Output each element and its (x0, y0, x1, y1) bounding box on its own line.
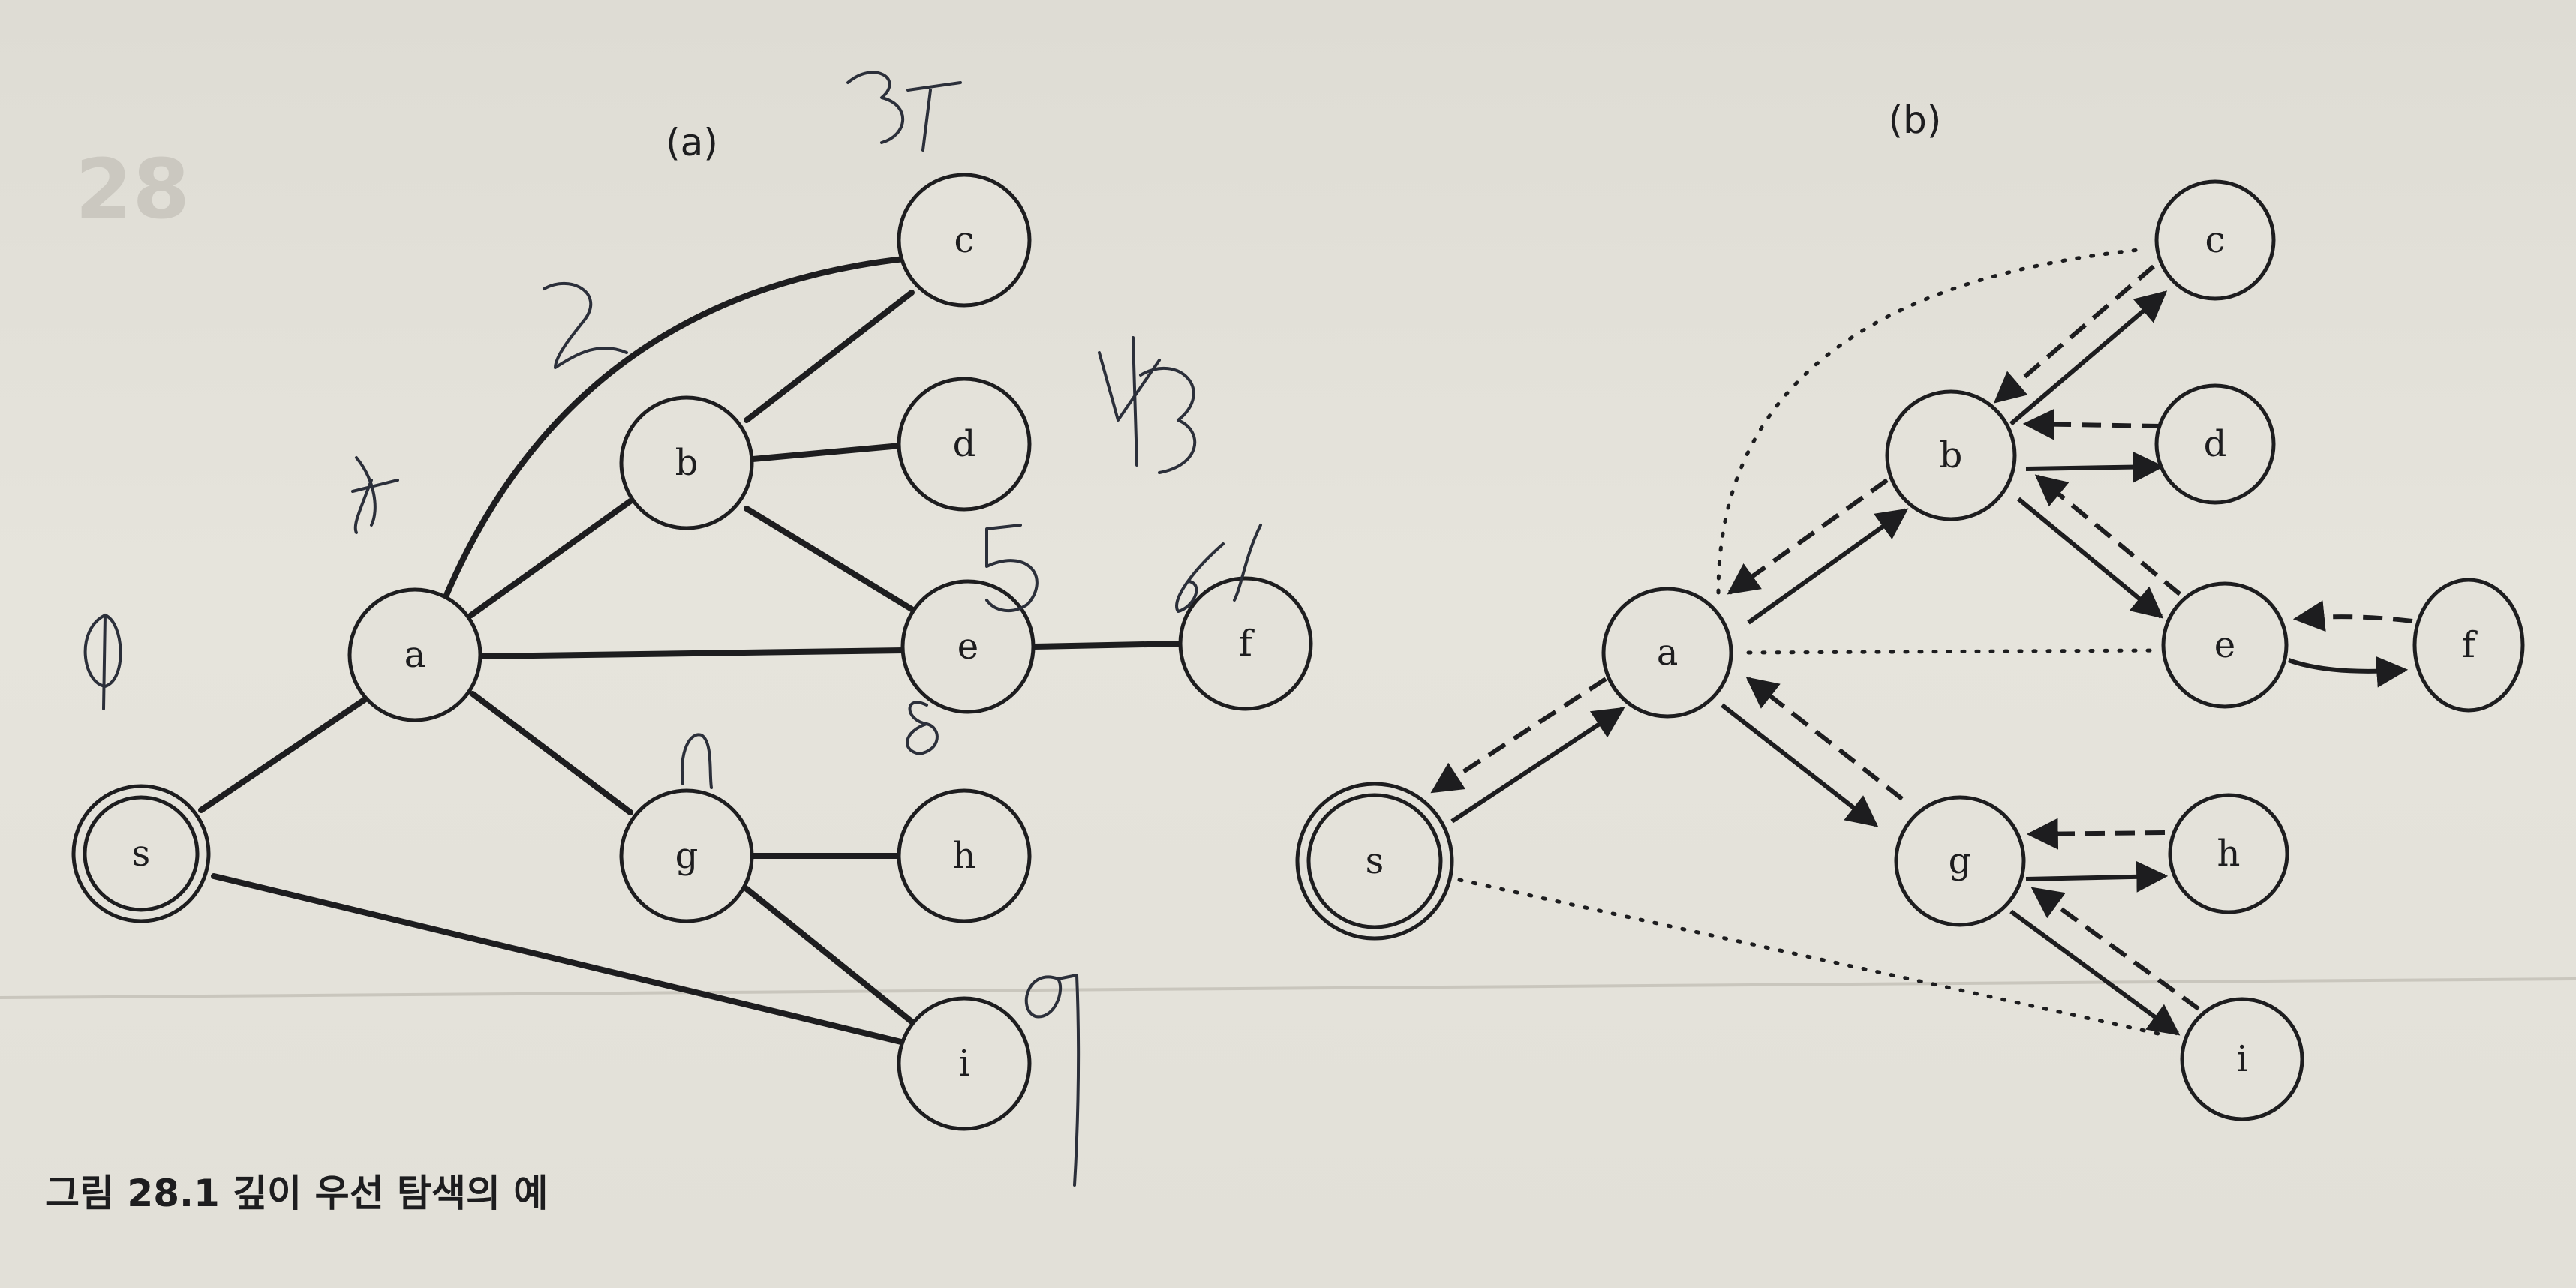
node-a-h: h (897, 788, 1032, 923)
node-a-a: a (347, 587, 482, 722)
back-edge-i-s (1457, 878, 2167, 1037)
svg-text:g: g (1949, 840, 1972, 882)
edge-e-f (1031, 641, 1187, 650)
svg-text:g: g (675, 835, 699, 877)
edge-a-c (440, 256, 907, 607)
return-arrow-h-g (2026, 818, 2166, 850)
tree-arrow-b-d (2025, 451, 2165, 483)
svg-text:h: h (2217, 833, 2241, 875)
svg-text:d: d (953, 423, 976, 465)
svg-text:s: s (1366, 840, 1384, 882)
svg-text:s: s (132, 833, 151, 875)
svg-text:f: f (2462, 624, 2478, 666)
handwritten-mark-4 (1098, 336, 1197, 474)
svg-text:h: h (953, 835, 976, 877)
svg-text:i: i (958, 1043, 969, 1085)
node-b-i: i (2180, 997, 2304, 1121)
node-a-d: d (897, 377, 1032, 512)
return-arrow-e-b (2034, 474, 2181, 596)
tree-arrow-s-a (1450, 707, 1625, 824)
tree-arrow-e-f (2287, 656, 2409, 688)
node-a-c: c (897, 173, 1032, 308)
ghost-chapter-number: 28 (75, 141, 190, 237)
handwritten-mark-3 (846, 71, 962, 152)
return-arrow-i-g (2030, 887, 2200, 1011)
tree-arrow-g-i (2009, 909, 2181, 1036)
node-a-g: g (619, 788, 754, 923)
svg-text:f: f (1239, 623, 1255, 665)
return-arrow-a-s (1430, 677, 1607, 794)
node-b-c: c (2154, 179, 2276, 301)
handwritten-mark-6 (1175, 524, 1262, 613)
edge-b-c (744, 290, 915, 423)
svg-text:e: e (957, 626, 978, 668)
edge-s-a (198, 695, 371, 813)
handwritten-mark-1 (351, 456, 399, 534)
return-arrow-c-b (1993, 264, 2155, 404)
handwritten-mark-9 (1024, 974, 1081, 1187)
svg-text:e: e (2214, 624, 2235, 666)
node-b-a: a (1601, 587, 1733, 719)
edge-s-i (211, 873, 907, 1046)
tree-arrow-a-b (1747, 508, 1909, 625)
back-edge-e-a (1746, 648, 2163, 655)
handwritten-mark-5 (985, 524, 1039, 613)
handwritten-mark-1b (681, 733, 713, 789)
figure-caption: 그림 28.1 깊이 우선 탐색의 예 (45, 1172, 548, 1215)
tree-arrow-b-e (2017, 497, 2164, 619)
return-arrow-d-b (2022, 408, 2162, 440)
svg-text:d: d (2204, 423, 2227, 465)
edge-b-d (750, 443, 903, 462)
return-arrow-g-a (1745, 677, 1904, 801)
node-b-s: s (1295, 782, 1454, 941)
svg-text:c: c (954, 219, 975, 261)
panel-a-label: (a) (666, 121, 718, 164)
panel-b-label: (b) (1889, 98, 1942, 142)
edge-a-b (468, 498, 633, 618)
tree-arrow-g-h (2025, 860, 2169, 893)
return-arrow-f-e (2292, 600, 2413, 632)
panel-b-tree-edges (1430, 264, 2413, 1036)
node-a-f: f (1178, 576, 1313, 711)
tree-arrow-a-g (1721, 703, 1879, 827)
tree-arrow-b-c (2009, 290, 2168, 426)
svg-text:a: a (1657, 632, 1679, 674)
node-a-s: s (71, 784, 211, 923)
svg-text:a: a (404, 634, 426, 676)
panel-b-back-edges (1457, 247, 2167, 1037)
node-b-d: d (2154, 383, 2276, 505)
panel-b-nodes: s a b c d e f g (1295, 179, 2525, 1121)
page-divider-line (0, 977, 2576, 999)
node-a-i: i (897, 996, 1032, 1131)
handwritten-mark-8 (906, 701, 939, 755)
edge-g-i (744, 886, 922, 1031)
node-a-b: b (619, 395, 754, 530)
svg-text:b: b (675, 442, 699, 484)
node-b-h: h (2168, 793, 2289, 914)
svg-text:i: i (2236, 1038, 2247, 1080)
edge-b-e (744, 506, 915, 612)
handwritten-mark-2 (543, 281, 628, 369)
edge-a-g (470, 691, 633, 815)
panel-a-nodes: s a b c d e f g (71, 173, 1313, 1131)
return-arrow-b-a (1727, 478, 1889, 595)
node-b-g: g (1894, 795, 2026, 927)
node-a-e: e (900, 579, 1036, 714)
node-b-f: f (2412, 578, 2525, 713)
edge-a-e (477, 647, 907, 659)
handwritten-annotations (83, 71, 1262, 1187)
svg-text:c: c (2205, 219, 2226, 261)
node-b-e: e (2161, 581, 2289, 709)
handwritten-mark-0 (83, 614, 122, 710)
node-b-b: b (1885, 389, 2017, 521)
panel-a-edges (198, 256, 1187, 1046)
svg-text:b: b (1940, 434, 1963, 476)
